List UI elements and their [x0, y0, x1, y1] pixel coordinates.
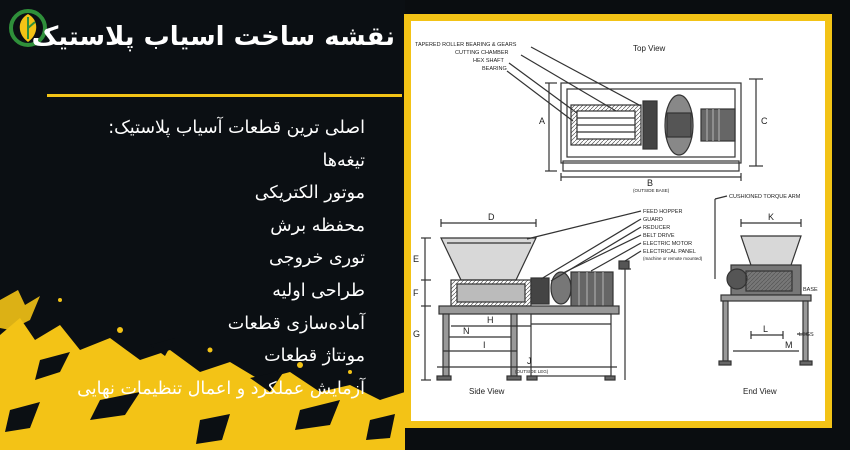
list-item: آماده‌سازی قطعات [227, 313, 365, 334]
callout-electric-motor: ELECTRIC MOTOR [643, 241, 692, 247]
diagram-frame: Top View TAPERED ROLLER BEARING & GEARS … [404, 14, 832, 428]
callout-reducer: REDUCER [643, 225, 670, 231]
top-view: Top View TAPERED ROLLER BEARING & GEARS … [415, 42, 768, 193]
dim-n-label: N [463, 326, 470, 336]
dim-c-label: C [761, 116, 768, 126]
callout-legs: LEGS [799, 332, 814, 338]
callout-belt-drive: BELT DRIVE [643, 233, 675, 239]
dim-b-label: B [647, 178, 653, 188]
callout-base: BASE [803, 287, 818, 293]
grunge-texture [0, 290, 405, 450]
callout-guard: GUARD [643, 217, 663, 223]
callout-electrical-panel: ELECTRICAL PANEL [643, 249, 696, 255]
callout-tapered-roller: TAPERED ROLLER BEARING & GEARS [415, 42, 517, 48]
end-view-title: End View [743, 387, 777, 396]
callout-feed-hopper: FEED HOPPER [643, 209, 682, 215]
list-intro: اصلی ترین قطعات آسیاب پلاستیک: [108, 118, 365, 138]
dim-j-label: J [527, 356, 532, 366]
dim-d-label: D [488, 212, 495, 222]
list-item: محفظه برش [270, 215, 365, 236]
left-panel: نقشه ساخت اسیاب پلاستیک اصلی ترین قطعات … [0, 0, 405, 450]
brand-logo-icon [9, 9, 47, 47]
top-view-title: Top View [633, 44, 666, 53]
side-view: FEED HOPPER GUARD REDUCER BELT DRIVE ELE… [413, 209, 703, 396]
callout-cutting-chamber: CUTTING CHAMBER [455, 50, 509, 56]
dim-h-label: H [487, 315, 494, 325]
callout-panel-note: (machine or remote mounted) [643, 256, 703, 261]
list-item: تیغه‌ها [322, 150, 365, 171]
dim-g-label: G [413, 329, 420, 339]
shredder-technical-drawing: Top View TAPERED ROLLER BEARING & GEARS … [413, 42, 818, 396]
dim-l-label: L [763, 324, 768, 334]
page-title: نقشه ساخت اسیاب پلاستیک [31, 22, 395, 52]
components-list: اصلی ترین قطعات آسیاب پلاستیک: تیغه‌ها م… [25, 112, 365, 405]
dim-k-label: K [768, 212, 774, 222]
dim-i-label: I [483, 340, 486, 350]
dim-e-label: E [413, 254, 419, 264]
list-item: مونتاژ قطعات [264, 346, 365, 367]
dim-b-note: (OUTSIDE BASE) [633, 188, 670, 193]
callout-bearing: BEARING [482, 66, 507, 72]
callout-torque-arm: CUSHIONED TORQUE ARM [729, 194, 801, 200]
dim-a-label: A [539, 116, 545, 126]
list-item: موتور الکتریکی [254, 183, 365, 204]
list-item: آزمایش عملکرد و اعمال تنظیمات نهایی [77, 378, 365, 399]
callout-hex-shaft: HEX SHAFT [473, 58, 505, 64]
dim-f-label: F [413, 288, 419, 298]
dim-j-note: (OUTSIDE LEG) [515, 369, 549, 374]
dim-m-label: M [785, 340, 793, 350]
side-view-title: Side View [469, 387, 505, 396]
list-item: توری خروجی [269, 248, 365, 269]
title-underline [47, 94, 402, 97]
list-item: طراحی اولیه [272, 280, 365, 301]
end-view: CUSHIONED TORQUE ARM BASE LEGS K [714, 194, 818, 396]
